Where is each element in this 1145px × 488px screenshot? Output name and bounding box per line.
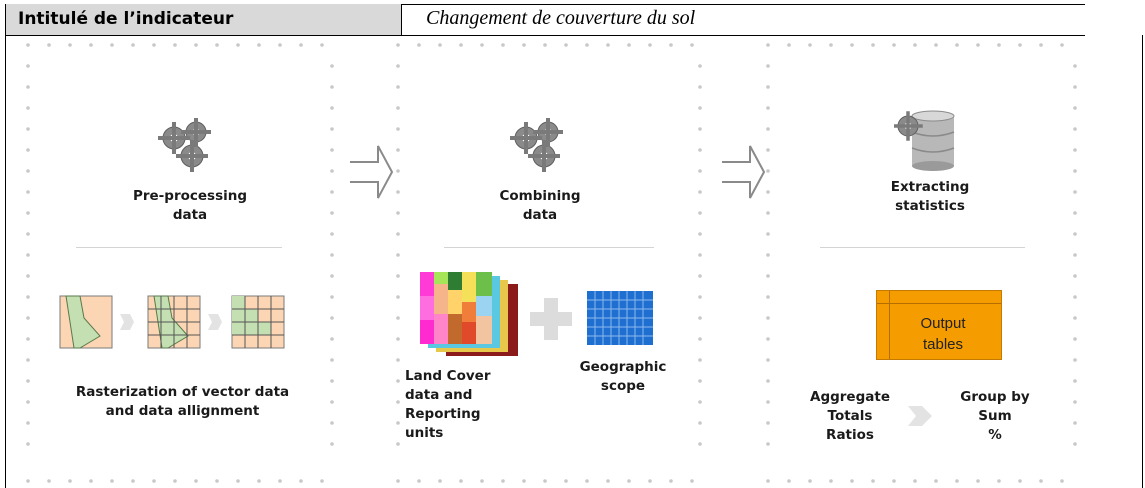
gears-icon: [158, 118, 211, 172]
step2-separator: [444, 247, 654, 248]
process-arrow-2: [722, 145, 766, 199]
plus-icon: [530, 298, 572, 340]
frame-right-border: [1142, 35, 1143, 488]
frame-left-border: [5, 35, 6, 488]
database-gear-icon: [894, 110, 955, 171]
header-divider: [401, 4, 402, 36]
geographic-scope-raster: [587, 291, 653, 345]
rasterization-graphic: [59, 295, 285, 349]
indicator-value: Changement de couverture du sol: [426, 7, 696, 29]
process-arrow-1: [350, 145, 394, 199]
step1-separator: [76, 247, 282, 248]
header-row: [5, 4, 1085, 36]
indicator-label: Intitulé de l’indicateur: [18, 9, 234, 29]
chevron-right-icon: [908, 406, 932, 426]
land-cover-raster-stack: [420, 272, 518, 356]
step3-separator: [820, 247, 1025, 248]
indicator-label-cell: Intitulé de l’indicateur: [5, 4, 401, 35]
gears-icon: [510, 118, 563, 172]
